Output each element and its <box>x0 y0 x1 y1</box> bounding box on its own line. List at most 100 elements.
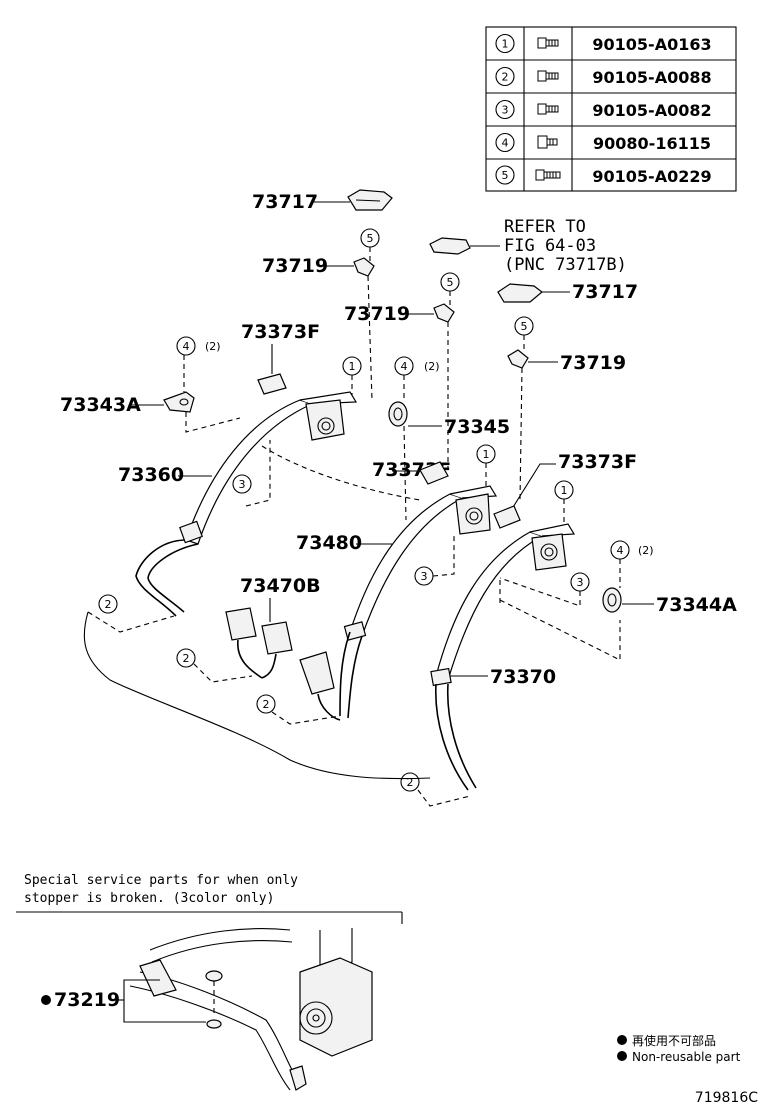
refer-line-3: (PNC 73717B) <box>504 255 627 275</box>
bolt-icon <box>537 70 559 82</box>
cover-73717-left <box>347 189 393 211</box>
anchor-cover-73344a <box>602 587 622 613</box>
belt-73360 <box>185 399 314 545</box>
label-73345: 73345 <box>444 416 510 438</box>
tongue-73480 <box>299 651 335 695</box>
refer-line-2: FIG 64-03 <box>504 236 596 256</box>
label-73470b: 73470B <box>240 575 321 597</box>
table-row-part-no: 90105-A0082 <box>592 101 711 120</box>
belt-stopper-inset <box>139 959 177 997</box>
callout-2-text: 2 <box>407 776 414 789</box>
table-row: 3 90105-A0082 <box>495 99 712 120</box>
special-note-line-1: Special service parts for when only <box>24 873 298 888</box>
table-row: 2 90105-A0088 <box>495 66 712 87</box>
callout-2 <box>176 648 196 668</box>
table-row-index: 2 <box>502 71 509 84</box>
guide-73719-left <box>353 257 375 277</box>
label-73344a: 73344A <box>656 594 737 616</box>
label-73719-left: 73719 <box>262 255 328 277</box>
anchor-cover-73343a <box>163 391 195 413</box>
label-73719-middle: 73719 <box>344 303 410 325</box>
callout-2 <box>400 772 420 792</box>
seat-cushion-outline <box>83 611 431 780</box>
inset-stopper-detail <box>129 928 373 1091</box>
table-row: 4 90080-16115 <box>495 132 711 153</box>
table-row: 5 90105-A0229 <box>495 165 712 186</box>
table-row-part-no: 90080-16115 <box>593 134 711 153</box>
legend-en: Non-reusable part <box>632 1050 741 1064</box>
qty-label: (2) <box>638 544 654 557</box>
retractor-left <box>305 399 345 441</box>
table-row: 1 90105-A0163 <box>495 33 712 54</box>
table-row-index: 5 <box>502 169 509 182</box>
callout-5-text: 5 <box>447 276 454 289</box>
callout-1-text: 1 <box>561 484 568 497</box>
non-reusable-dot <box>41 995 51 1005</box>
guide-73719-middle <box>433 303 455 323</box>
qty-label: (2) <box>424 360 440 373</box>
belt-73480 <box>349 493 464 637</box>
label-73480: 73480 <box>296 532 362 554</box>
belt-73370 <box>435 531 544 681</box>
label-73373f-left: 73373F <box>241 321 320 343</box>
special-note-line-2: stopper is broken. (3color only) <box>24 891 274 906</box>
label-73370: 73370 <box>490 666 556 688</box>
diagram-code: 719816C <box>695 1090 758 1106</box>
stopper-button-top <box>205 970 223 982</box>
fastener-table: 1 90105-A0163 2 90105-A0088 3 <box>485 26 737 192</box>
refer-line-1: REFER TO <box>504 217 586 237</box>
callout-3-text: 3 <box>421 570 428 583</box>
cover-73717-right <box>497 283 543 303</box>
bolt-icon <box>537 37 559 49</box>
label-73343a: 73343A <box>60 394 141 416</box>
legend-dot-jp <box>617 1035 627 1045</box>
guide-73373f-left <box>257 373 287 395</box>
callout-5-text: 5 <box>521 320 528 333</box>
callout-2-text: 2 <box>105 598 112 611</box>
guide-73373f-right <box>493 505 521 529</box>
callout-2-text: 2 <box>263 698 270 711</box>
retractor-right <box>531 533 567 571</box>
callout-2-text: 2 <box>183 652 190 665</box>
table-row-part-no: 90105-A0163 <box>592 35 711 54</box>
belt-stopper-right <box>430 667 452 687</box>
legend: 再使用不可部品 Non-reusable part <box>617 1033 741 1064</box>
belt-stopper-center <box>343 621 367 641</box>
table-row-part-no: 90105-A0229 <box>592 167 711 186</box>
legend-jp: 再使用不可部品 <box>632 1033 716 1048</box>
callout-2 <box>98 594 118 614</box>
bolt-icon <box>535 169 561 181</box>
callout-4-text: 4 <box>401 360 408 373</box>
table-row-index: 3 <box>502 104 509 117</box>
callout-1-text: 1 <box>483 448 490 461</box>
guide-73719-right <box>507 349 529 369</box>
callout-4-text: 4 <box>617 544 624 557</box>
cover-73717b <box>429 237 471 255</box>
callout-5-text: 5 <box>367 232 374 245</box>
buckle-left <box>225 607 257 641</box>
table-row-index: 1 <box>502 38 509 51</box>
callout-3 <box>232 474 252 494</box>
callout-3-text: 3 <box>577 576 584 589</box>
label-73360: 73360 <box>118 464 184 486</box>
callout-2 <box>256 694 276 714</box>
belt-stopper-left <box>179 520 203 544</box>
callout-4 <box>176 336 196 356</box>
retractor-center <box>455 493 491 535</box>
table-border <box>485 26 737 192</box>
label-73719-right: 73719 <box>560 352 626 374</box>
guide-73373f-center <box>419 461 449 485</box>
table-row-index: 4 <box>502 137 509 150</box>
anchor-cover-73345 <box>388 401 408 427</box>
table-row-part-no: 90105-A0088 <box>592 68 711 87</box>
qty-label: (2) <box>205 340 221 353</box>
callout-3-text: 3 <box>239 478 246 491</box>
callout-1-text: 1 <box>349 360 356 373</box>
legend-dot-en <box>617 1051 627 1061</box>
callout-4-text: 4 <box>183 340 190 353</box>
label-73717-right: 73717 <box>572 281 638 303</box>
label-73717-left: 73717 <box>252 191 318 213</box>
bolt-icon <box>537 103 559 115</box>
